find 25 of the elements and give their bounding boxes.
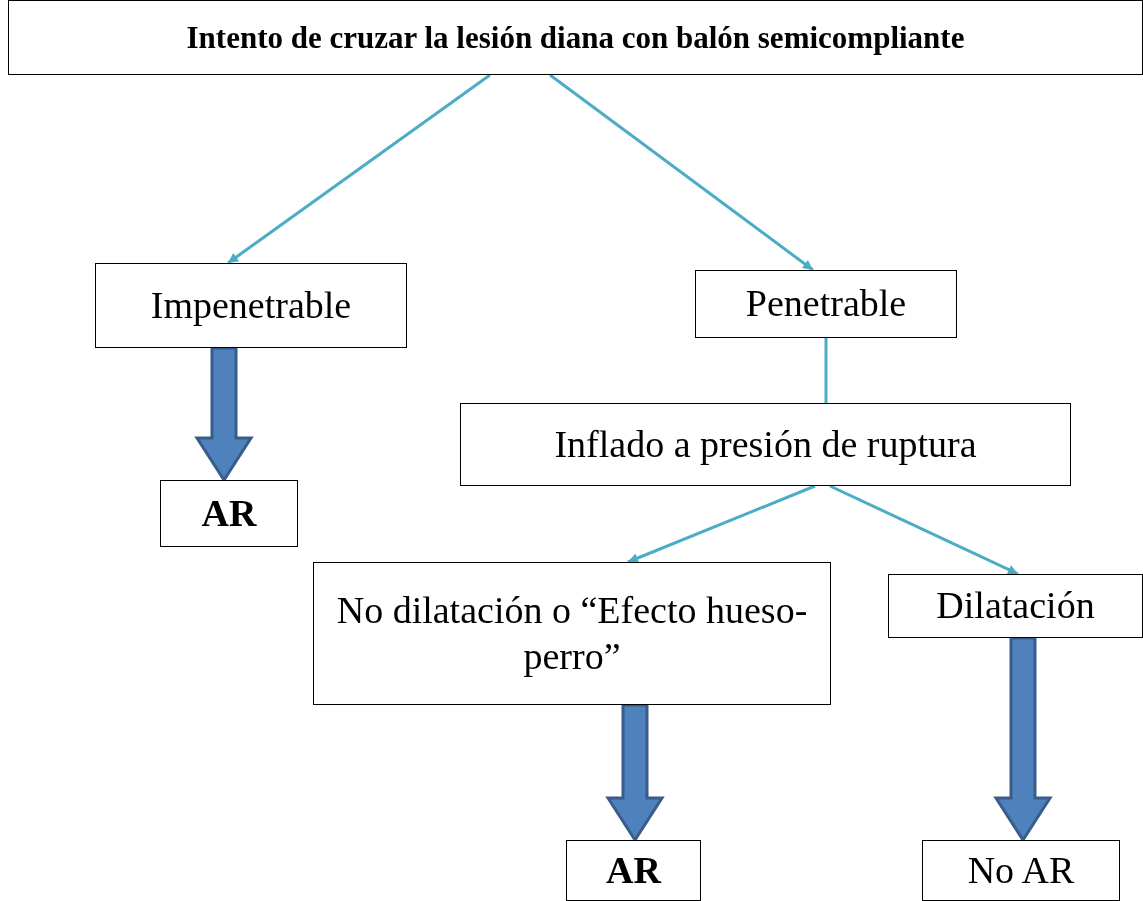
block-arrow (993, 636, 1053, 843)
process-box (566, 840, 701, 901)
process-box (95, 263, 407, 348)
arrow (227, 73, 491, 265)
arrow (829, 484, 1019, 576)
block-arrow (194, 346, 254, 483)
process-box (8, 0, 1143, 75)
node-label: AR (605, 847, 663, 893)
block-arrow (605, 703, 665, 843)
node-label: Penetrable (744, 281, 908, 327)
node-label: No dilatación o “Efecto hueso-perro” (335, 587, 809, 679)
process-box (313, 562, 831, 705)
arrow (627, 484, 816, 564)
process-box (695, 270, 957, 338)
node-label: AR (200, 490, 258, 536)
node-label: Intento de cruzar la lesión diana con balón semicompliante (185, 18, 966, 57)
process-box (460, 403, 1071, 486)
process-box (160, 480, 298, 547)
arrow (549, 73, 814, 272)
process-box (888, 574, 1143, 638)
node-label: Inflado a presión de ruptura (553, 421, 978, 467)
node-label: Impenetrable (149, 282, 353, 328)
process-box (922, 840, 1120, 901)
node-label: Dilatación (935, 583, 1096, 629)
node-label: No AR (966, 847, 1076, 893)
